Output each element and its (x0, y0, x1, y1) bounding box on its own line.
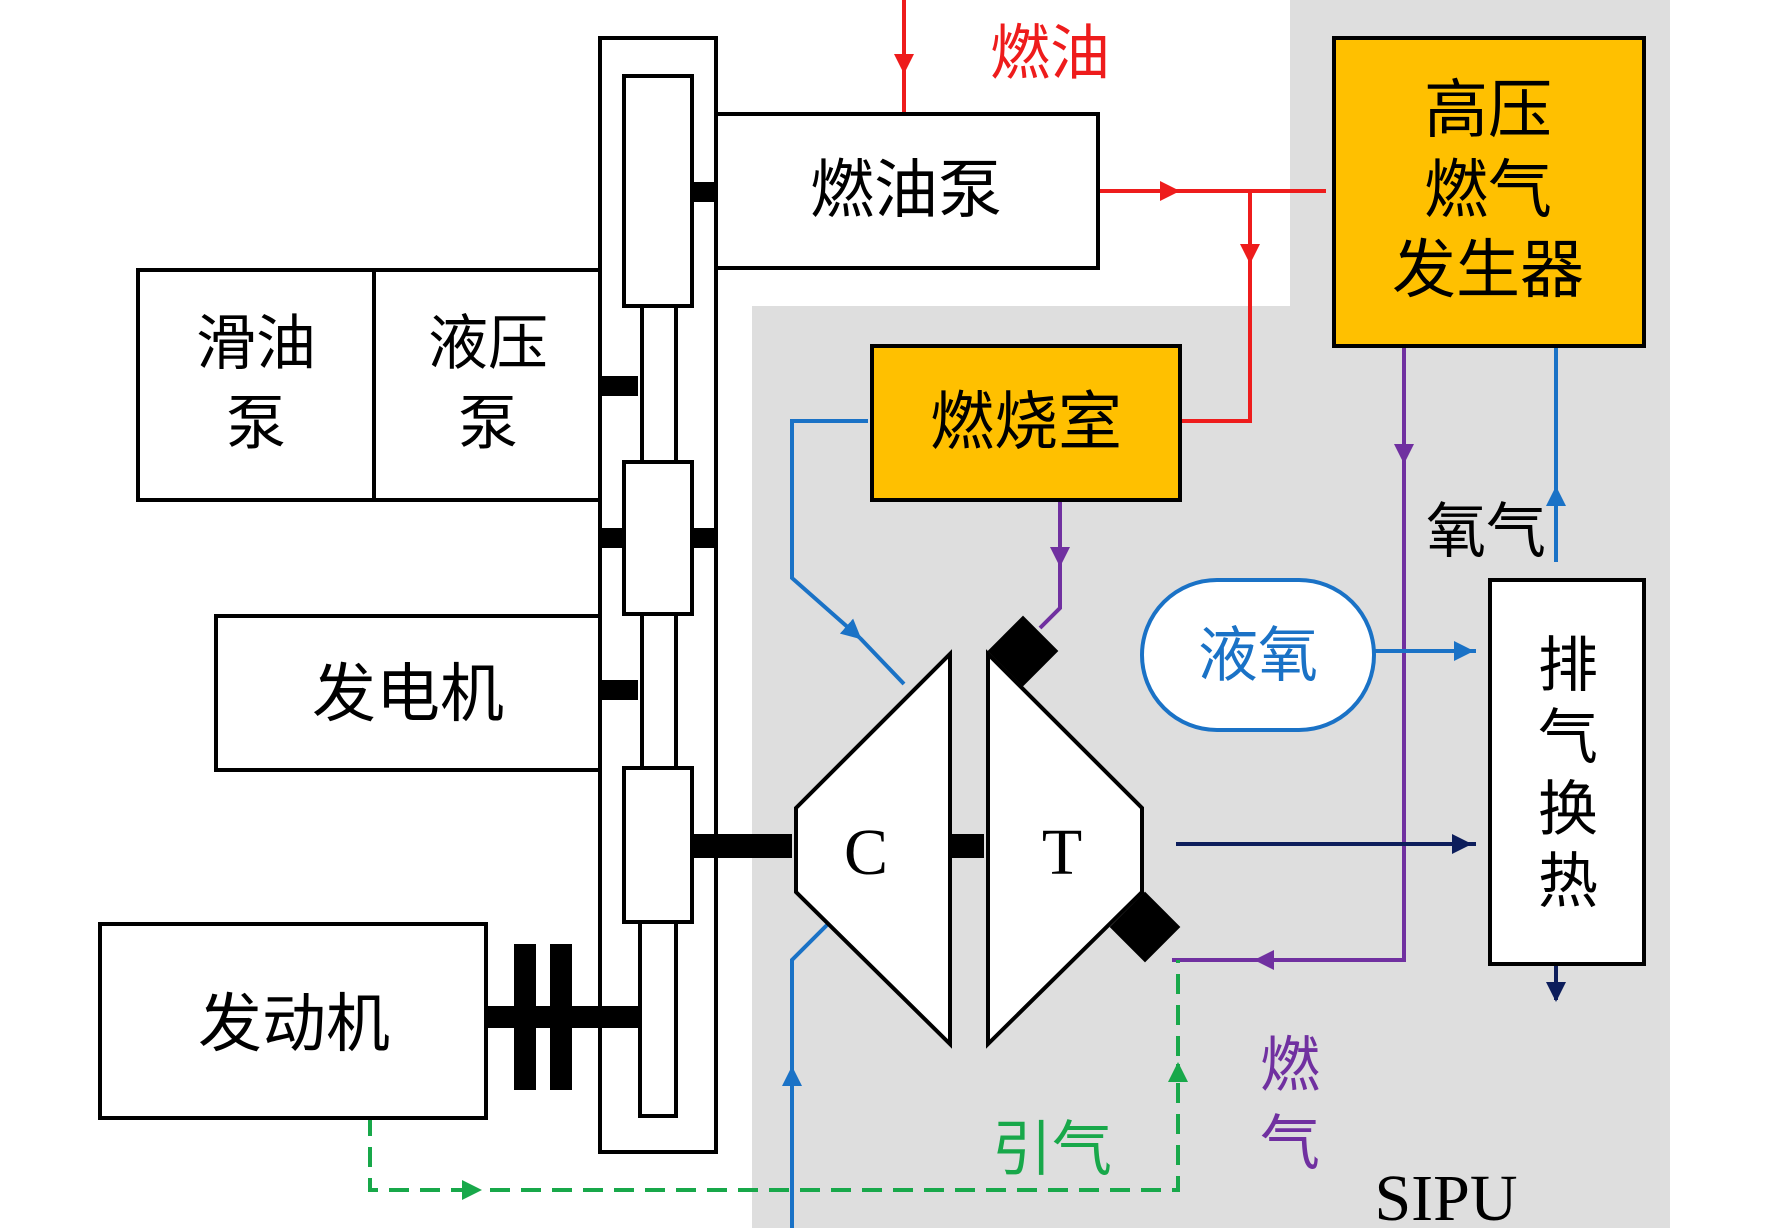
bleed-air-label: 引气 (992, 1115, 1112, 1185)
generator-label: 发电机 (312, 658, 504, 732)
oxygen-lines (1038, 345, 1414, 970)
lox-tank (1140, 578, 1376, 732)
turbine-inlet-block (987, 615, 1059, 687)
exhaust-hx-line2: 气 (1538, 703, 1598, 773)
compressor (794, 649, 952, 1049)
hydraulic-pump-line1: 液压 (428, 309, 548, 379)
generator-box (214, 614, 602, 772)
engine-box (98, 922, 488, 1120)
sipu-label: SIPU (1374, 1162, 1517, 1228)
air-lines (782, 345, 1566, 1228)
compressor-label: C (844, 816, 888, 889)
oxygen-label: 氧气 (1426, 497, 1546, 567)
lox-label: 液氧 (1198, 621, 1318, 691)
shafts (486, 182, 984, 1090)
bleed-line (368, 960, 1188, 1200)
gas-generator-line2: 燃气 (1424, 154, 1552, 228)
gas-label-line1: 燃 (1260, 1031, 1320, 1101)
gas-generator-line3: 发生器 (1392, 234, 1584, 308)
hydraulic-pump-line2: 泵 (458, 389, 518, 459)
gas-label-line2: 气 (1260, 1109, 1320, 1179)
lube-pump-line2: 泵 (226, 389, 286, 459)
gas-generator-box (1332, 36, 1646, 348)
gas-generator-line1: 高压 (1424, 74, 1552, 148)
engine-label: 发动机 (198, 988, 390, 1062)
fuel-label: 燃油 (990, 19, 1110, 89)
combustor-box (870, 344, 1182, 502)
lube-pump-box (136, 268, 376, 502)
hydraulic-pump-box (372, 268, 602, 502)
exhaust-hx-line1: 排 (1538, 631, 1598, 701)
exhaust-hx-box (1488, 578, 1646, 966)
turbine-label: T (1042, 816, 1082, 889)
fuel-pump-label: 燃油泵 (810, 154, 1002, 228)
fuel-pump-box (714, 112, 1100, 270)
turbine (986, 649, 1144, 1049)
fuel-lines (894, 0, 1326, 423)
exhaust-lines (1176, 834, 1566, 1002)
exhaust-hx-line4: 热 (1538, 847, 1598, 917)
exhaust-hx-line3: 换 (1538, 775, 1598, 845)
lube-pump-line1: 滑油 (196, 309, 316, 379)
gearbox (598, 36, 718, 1154)
combustor-label: 燃烧室 (930, 386, 1122, 460)
turbine-outlet-block (1109, 891, 1181, 963)
